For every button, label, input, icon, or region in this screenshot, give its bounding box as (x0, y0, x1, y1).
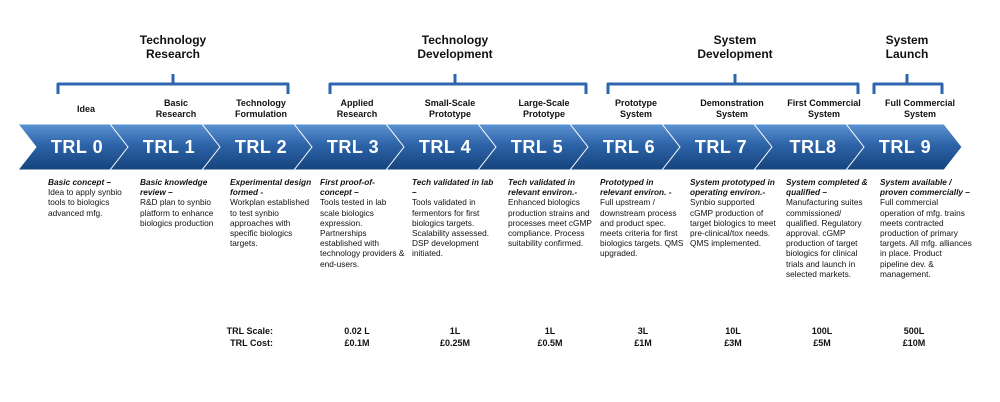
trl-label-6: TRL 6 (602, 137, 656, 157)
trl-cost-value-5: £0.5M (537, 338, 563, 348)
trl-cost-value-6: £1M (634, 338, 652, 348)
description-body: Manufacturing suites commissioned/ quali… (786, 197, 863, 279)
trl-cost-value-8: £5M (813, 338, 831, 348)
phase-label-technology-development: Technology Development (400, 33, 510, 61)
phase-label-line: System (713, 33, 757, 47)
trl-label-2: TRL 2 (234, 137, 288, 157)
description-body: Enhanced biologics production strains an… (508, 197, 592, 249)
phase-label-line: Technology (421, 33, 489, 47)
phase-label-line: Launch (885, 47, 929, 61)
phase-label-line: Development (697, 47, 773, 61)
trl-cost-value-3: £0.1M (344, 338, 370, 348)
description-body: Idea to apply synbio tools to biologics … (48, 187, 122, 218)
description-heading: Basic concept – (48, 177, 112, 187)
trl-label-9: TRL 9 (878, 137, 932, 157)
stage-description-trl4: Tech validated in lab – Tools validated … (412, 177, 498, 259)
trl-scale-value-4: 1L (449, 326, 461, 336)
description-heading: First proof-of-concept – (320, 177, 375, 198)
description-heading: System available / proven commercially – (880, 177, 970, 198)
trl-scale-value-9: 500L (903, 326, 925, 336)
trl-scale-value-5: 1L (544, 326, 556, 336)
description-heading: Experimental design formed - (230, 177, 312, 198)
stage-description-trl2: Experimental design formed - Workplan es… (230, 177, 316, 248)
description-heading: Tech validated in lab – (412, 177, 494, 198)
stage-title-trl2: Technology Formulation (235, 98, 287, 119)
trl-cost-value-4: £0.25M (439, 338, 471, 348)
stage-title-trl8: First Commercial System (787, 98, 861, 119)
phase-label-line: Technology (139, 33, 207, 47)
description-body: R&D plan to synbio platform to enhance b… (140, 197, 214, 228)
description-heading: System completed & qualified – (786, 177, 868, 198)
stage-title-trl7: Demonstration System (700, 98, 764, 119)
description-body: Workplan established to test synbio appr… (230, 197, 310, 249)
bracket-system-launch (872, 74, 944, 94)
trl-label-0: TRL 0 (50, 137, 104, 157)
description-body: Tools tested in lab scale biologics expr… (320, 197, 405, 269)
bracket-technology-research (56, 74, 290, 94)
stage-description-trl8: System completed & qualified – Manufactu… (786, 177, 872, 279)
chevron-trl9 (844, 123, 963, 171)
trl-label-3: TRL 3 (326, 137, 380, 157)
stage-title-trl6: Prototype System (614, 98, 657, 119)
bracket-technology-development (328, 74, 588, 94)
stage-description-trl7: System prototyped in operating environ.-… (690, 177, 778, 248)
description-body: Full upstream / downstream process and p… (600, 197, 684, 259)
trl-label-5: TRL 5 (510, 137, 564, 157)
trl-cost-label: TRL Cost: (230, 338, 273, 348)
trl-cost-value-9: £10M (902, 338, 926, 348)
stage-description-trl1: Basic knowledge review – R&D plan to syn… (140, 177, 224, 228)
phase-label-line: Research (145, 47, 201, 61)
description-heading: Tech validated in relevant environ.- (508, 177, 578, 198)
stage-description-trl9: System available / proven commercially –… (880, 177, 972, 279)
phase-label-line: System (885, 33, 929, 47)
stage-description-trl5: Tech validated in relevant environ.- Enh… (508, 177, 594, 248)
trl-label-4: TRL 4 (418, 137, 472, 157)
stage-title-trl3: Applied Research (336, 98, 378, 119)
stage-description-trl3: First proof-of-concept – Tools tested in… (320, 177, 406, 269)
trl-label-7: TRL 7 (694, 137, 748, 157)
phase-label-system-development: System Development (680, 33, 790, 61)
trl-scale-value-3: 0.02 L (344, 326, 370, 336)
stage-title-trl4: Small-Scale Prototype (424, 98, 476, 119)
stage-title-trl9: Full Commercial System (884, 98, 956, 119)
description-heading: System prototyped in operating environ.- (690, 177, 775, 198)
description-body: Full commercial operation of mfg. trains… (880, 197, 972, 279)
trl-scale-value-6: 3L (637, 326, 649, 336)
trl-scale-value-8: 100L (811, 326, 833, 336)
trl-label-8: TRL8 (789, 137, 837, 157)
phase-label-technology-research: Technology Research (118, 33, 228, 61)
trl-cost-value-7: £3M (724, 338, 742, 348)
phase-label-line: Development (417, 47, 493, 61)
description-heading: Basic knowledge review – (140, 177, 208, 198)
trl-scale-label: TRL Scale: (226, 326, 273, 336)
bracket-system-development (606, 74, 860, 94)
stage-title-trl0: Idea (76, 104, 95, 114)
description-body: Tools validated in fermentors for first … (412, 197, 490, 259)
stage-description-trl0: Basic concept – Idea to apply synbio too… (48, 177, 128, 218)
stage-title-trl5: Large-Scale Prototype (518, 98, 570, 119)
trl-label-1: TRL 1 (142, 137, 196, 157)
description-body: Synbio supported cGMP production of targ… (690, 197, 776, 249)
phase-label-system-launch: System Launch (862, 33, 952, 61)
stage-description-trl6: Prototyped in relevant environ. - Full u… (600, 177, 686, 259)
trl-scale-value-7: 10L (725, 326, 741, 336)
stage-title-trl1: Basic Research (155, 98, 197, 119)
description-heading: Prototyped in relevant environ. - (600, 177, 672, 198)
